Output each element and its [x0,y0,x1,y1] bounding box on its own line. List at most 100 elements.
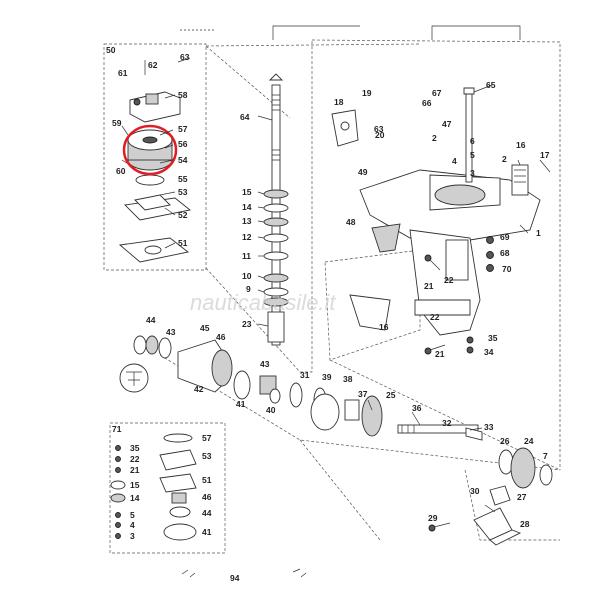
highlight-circle [122,124,178,176]
anode [371,223,401,253]
water-pump-kit-box [103,43,207,271]
part-callouts: 50 61 62 63 58 59 57 56 54 60 55 53 52 5… [106,45,550,583]
callout-15: 15 [242,187,252,197]
kit-right-label: 44 [202,508,212,518]
assembly-line [205,40,313,373]
callout-10: 10 [242,271,252,281]
callout-21b: 21 [435,349,445,359]
retaining-ring [289,382,303,408]
callout-3: 3 [470,168,475,178]
cam-follower [465,427,483,441]
assembly-line [205,43,421,47]
callout-64: 64 [240,112,250,122]
callout-14: 14 [242,202,252,212]
page-number: 94 [230,573,240,583]
repair-kit-box [109,422,226,554]
callout-17: 17 [540,150,550,160]
callout-20: 20 [375,130,385,140]
callout-56: 56 [178,139,188,149]
callout-47: 47 [442,119,452,129]
pump-housing [129,91,181,123]
gearcase-housing [359,169,541,336]
callout-18: 18 [334,97,344,107]
callout-60: 60 [116,166,126,176]
callout-52: 52 [178,210,188,220]
seal [133,335,147,355]
callout-5: 5 [470,150,475,160]
kit-left-label: 35 [130,443,140,453]
driveshaft [268,73,284,346]
pin [428,522,451,532]
callout-35: 35 [488,333,498,343]
callout-40: 40 [266,405,276,415]
callout-45: 45 [200,323,210,333]
callout-13: 13 [242,216,252,226]
callout-25: 25 [386,390,396,400]
callout-2a: 2 [432,133,437,143]
callout-22a: 22 [444,275,454,285]
callout-63: 63 [180,52,190,62]
callout-57: 57 [178,124,188,134]
kit-left-label: 5 [130,510,135,520]
callout-4: 4 [452,156,457,166]
callout-63b: 63 [374,124,384,134]
callout-43b: 43 [260,359,270,369]
callout-1: 1 [536,228,541,238]
callout-39: 39 [322,372,332,382]
callout-38: 38 [343,374,353,384]
kit-left-label: 22 [130,454,140,464]
footer-mark [292,568,307,578]
callout-11: 11 [242,251,251,261]
bearing-carrier [177,339,233,393]
o-ring [158,337,172,359]
o-ring [233,370,251,400]
drain-screw [486,236,494,244]
callout-67: 67 [432,88,442,98]
callout-28: 28 [520,519,530,529]
leader-lines [159,84,551,426]
callout-34: 34 [484,347,494,357]
impeller [127,129,173,171]
forward-gear [361,395,383,437]
callout-26: 26 [500,436,510,446]
callout-59: 59 [112,118,122,128]
callout-55: 55 [178,174,188,184]
shift-rod [463,87,475,183]
bolt [424,254,441,271]
bearing [259,375,277,395]
callout-68: 68 [500,248,510,258]
callout-16b: 16 [379,322,389,332]
callout-37: 37 [358,389,368,399]
screw [466,336,474,344]
callout-71: 71 [112,424,122,434]
callout-24: 24 [524,436,534,446]
callout-69: 69 [500,232,510,242]
kit-items-right [159,433,197,541]
callout-29: 29 [428,513,438,523]
callout-31: 31 [300,370,310,380]
assembly-line [324,249,421,361]
water-tube-grommet [511,164,529,196]
assembly-line [311,39,561,470]
tool-icon [119,363,149,393]
screw [486,264,494,272]
kit-left-label: 3 [130,531,135,541]
thrust-washer [310,393,340,431]
bracket-cover [331,109,359,147]
callout-12: 12 [242,232,252,242]
reverse-gear [510,447,536,489]
cotter-pin [484,504,496,513]
kit-left-label: 14 [130,493,140,503]
bearing [539,464,553,486]
callout-6: 6 [470,136,475,146]
bushing [344,399,360,421]
kit-left-label: 21 [130,465,140,475]
callout-43a: 43 [166,327,176,337]
callout-70: 70 [502,264,512,274]
callout-66: 66 [422,98,432,108]
trim-tab [349,294,391,331]
callout-36: 36 [412,403,422,413]
callout-53: 53 [178,187,188,197]
